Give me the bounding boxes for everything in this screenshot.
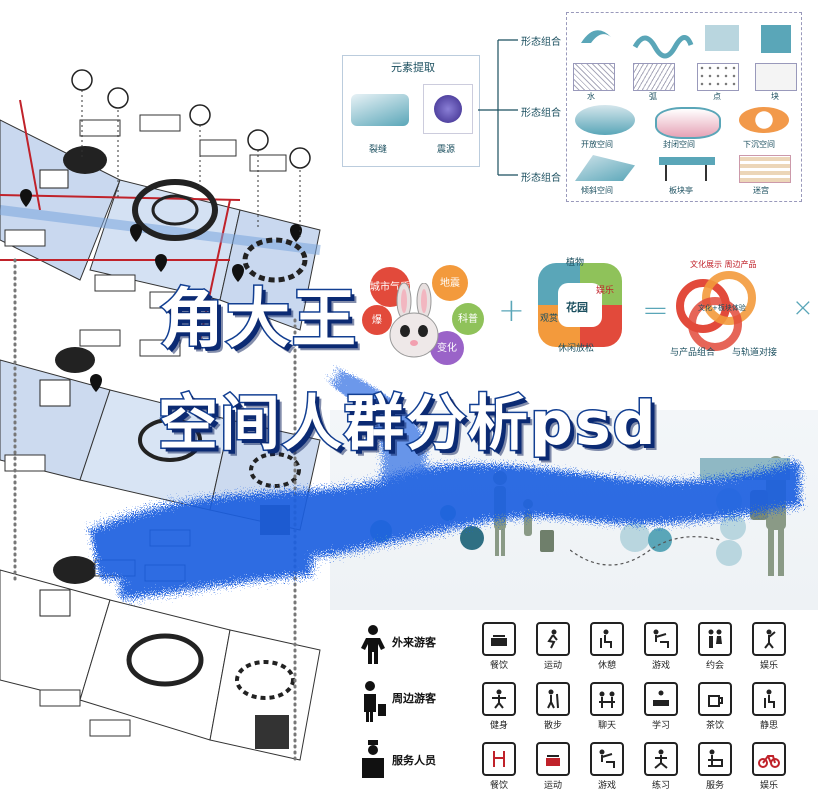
- combo-label-3: 形态组合: [521, 173, 561, 184]
- ring-plants: 植物: [566, 258, 585, 268]
- study-icon: [644, 682, 678, 716]
- combination-bracket: [478, 39, 518, 176]
- right-bottom-text-2: 与轨道对接: [732, 348, 778, 358]
- practice-icon: [644, 742, 678, 776]
- concept-equation: 城市气质 地震 爆 科普 变化 + 植物 娱乐 观赏 花园 休闲放松 = 文化展…: [360, 255, 818, 365]
- staff-play-icon: [590, 742, 624, 776]
- ring-viewing: 观赏: [540, 314, 559, 324]
- row1-label-water: 水: [587, 92, 595, 101]
- date-icon: [698, 622, 732, 656]
- play-icon: [644, 622, 678, 656]
- activity-icon-grid: 餐饮 运动 休憩 游戏 约会 娱乐 健身 散步 聊天 学习 茶饮 静思 餐饮 运…: [474, 620, 818, 800]
- rest-icon: [590, 622, 624, 656]
- element-extraction-panel: 元素提取 裂缝 震源: [342, 55, 480, 167]
- activity-label-r3-6: 娱乐: [759, 781, 778, 791]
- extraction-item-epicenter: 震源: [437, 145, 456, 155]
- activity-label-r3-1: 餐饮: [489, 781, 508, 791]
- legend-foreign-visitor: 外来游客: [392, 636, 436, 649]
- right-center-text: 文化+板块体验: [698, 304, 746, 312]
- activity-label-r3-5: 服务: [705, 781, 724, 791]
- bubble-earthquake: 地震: [432, 265, 468, 301]
- row3-label-maze: 迷宫: [753, 186, 769, 195]
- combo-label-1: 形态组合: [521, 37, 561, 48]
- activity-label-r2-4: 学习: [651, 721, 670, 731]
- row1-label-arc: 弧: [649, 92, 657, 101]
- ring-garden: 花园: [566, 301, 588, 314]
- activity-label-r1-6: 娱乐: [759, 661, 778, 671]
- exercise-icon: [536, 622, 570, 656]
- staff-icon: [362, 740, 384, 778]
- blue-spray-brush: [90, 370, 800, 600]
- meditate-icon: [752, 682, 786, 716]
- legend-local-visitor: 周边游客: [392, 692, 436, 705]
- ring-entertainment: 娱乐: [596, 286, 615, 296]
- extraction-title: 元素提取: [391, 61, 435, 74]
- foreign-visitor-icon: [361, 625, 385, 664]
- right-bottom-text-1: 与产品组合: [670, 348, 716, 358]
- overlay-title-line2: 空间人群分析psd: [157, 388, 658, 461]
- bicycle-icon: [752, 742, 786, 776]
- row2-label-closed: 封闭空间: [663, 140, 695, 149]
- activity-label-r2-5: 茶饮: [705, 721, 724, 731]
- bubble-science: 科普: [452, 303, 484, 335]
- bunny-emoji-icon: [382, 282, 446, 359]
- extraction-item-crack: 裂缝: [369, 145, 388, 155]
- overlay-title-line1: 角大王: [159, 282, 358, 359]
- activity-label-r1-3: 休憩: [597, 661, 616, 671]
- crack-image: [351, 94, 409, 126]
- combo-label-2: 形态组合: [521, 108, 561, 119]
- row1-label-dot: 点: [713, 92, 721, 101]
- activity-label-r2-1: 健身: [489, 721, 508, 731]
- row2-label-sunken: 下沉空间: [743, 140, 775, 149]
- equals-sign: =: [642, 291, 669, 329]
- row3-label-tilted: 倾斜空间: [581, 186, 613, 195]
- activity-label-r3-2: 运动: [543, 781, 562, 791]
- activity-label-r2-3: 聊天: [597, 721, 616, 731]
- bubble-explode: 爆: [362, 305, 392, 335]
- plus-sign: +: [498, 291, 525, 329]
- visitor-legend: 外来游客 周边游客 服务人员: [350, 620, 470, 800]
- activity-label-r2-6: 静思: [759, 721, 778, 731]
- row2-label-open: 开放空间: [581, 140, 613, 149]
- garden-ring: [538, 263, 622, 347]
- activity-label-r3-3: 游戏: [597, 781, 616, 791]
- staff-exercise-icon: [536, 742, 570, 776]
- activity-label-r2-2: 散步: [543, 721, 562, 731]
- activity-label-r1-1: 餐饮: [489, 661, 508, 671]
- axonometric-site-diagram: [0, 69, 321, 762]
- dining-icon: [482, 622, 516, 656]
- activity-label-r1-5: 约会: [705, 661, 724, 671]
- legend-staff: 服务人员: [392, 754, 436, 767]
- walk-icon: [536, 682, 570, 716]
- ring-leisure: 休闲放松: [558, 344, 595, 354]
- fitness-icon: [482, 682, 516, 716]
- row1-label-block: 块: [771, 92, 779, 101]
- product-rings: [676, 271, 762, 351]
- local-visitor-icon: [364, 681, 386, 722]
- combination-grid: 水 弧 点 块 开放空间 封闭空间 下沉空间 倾斜空间 板块亭 迷宫: [566, 12, 802, 202]
- row3-label-pavilion: 板块亭: [669, 186, 693, 195]
- right-top-text: 文化展示 周边产品: [690, 260, 757, 269]
- chat-icon: [590, 682, 624, 716]
- activity-label-r3-4: 练习: [651, 781, 670, 791]
- epicenter-image: [423, 84, 473, 134]
- tea-icon: [698, 682, 732, 716]
- activity-label-r1-2: 运动: [543, 661, 562, 671]
- activity-label-r1-4: 游戏: [651, 661, 670, 671]
- times-sign: ×: [792, 293, 814, 323]
- staff-dining-icon: [482, 742, 516, 776]
- service-icon: [698, 742, 732, 776]
- entertainment-icon: [752, 622, 786, 656]
